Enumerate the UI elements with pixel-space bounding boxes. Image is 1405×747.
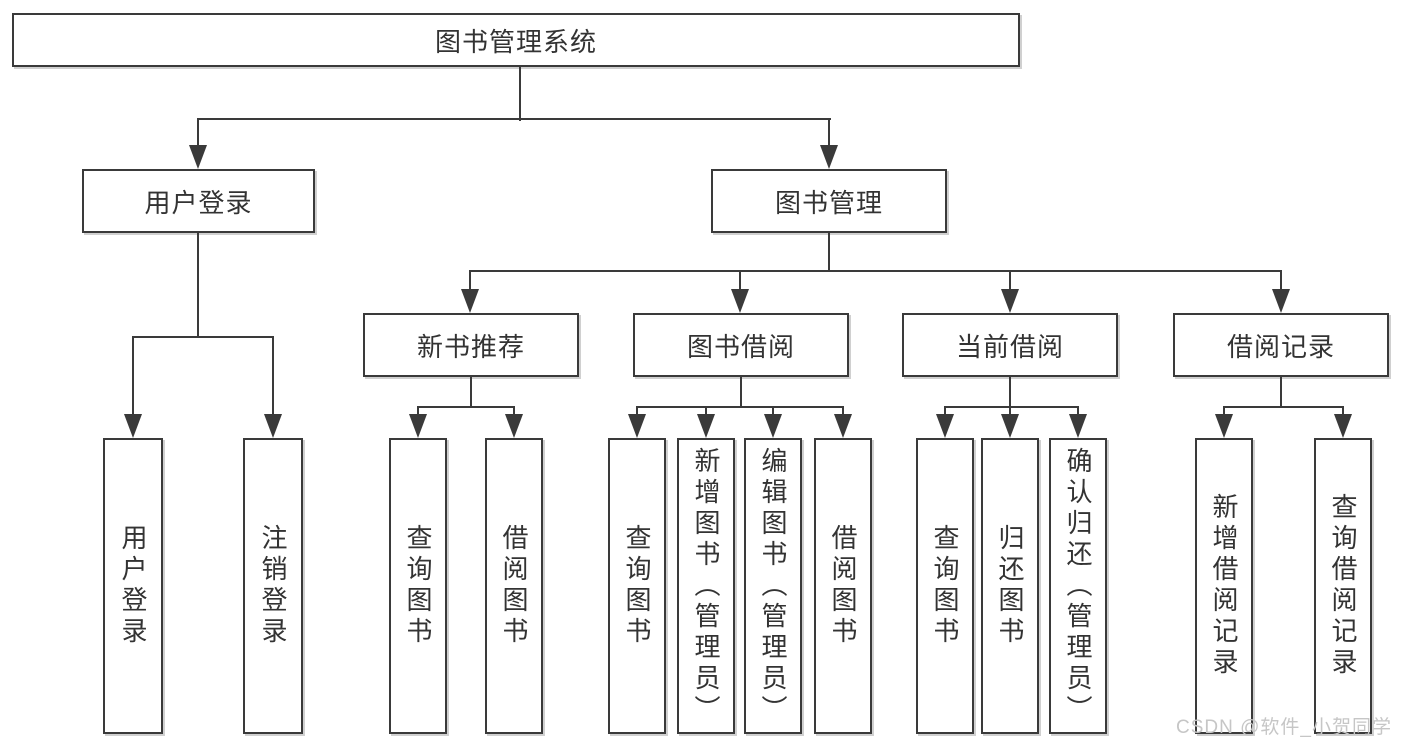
node-leaf-cb-confirm-return-admin: 确认归还（管理员）	[1049, 438, 1107, 734]
connector-drop-br-query	[1342, 407, 1344, 417]
arrow-down-icon	[834, 414, 852, 438]
node-borrow-records: 借阅记录	[1173, 313, 1389, 377]
connector-book-mgmt-rail	[469, 270, 1282, 272]
connector-drop-book-borrow	[739, 271, 741, 293]
connector-drop-bb-edit	[772, 407, 774, 417]
connector-current-borrow-stub	[1009, 375, 1011, 408]
arrow-down-icon	[820, 145, 838, 169]
connector-drop-current-borrow	[1009, 271, 1011, 293]
connector-drop-new-book-rec	[469, 271, 471, 293]
arrow-down-icon	[1334, 414, 1352, 438]
connector-drop-book-mgmt	[828, 119, 830, 147]
node-leaf-bb-borrow-books: 借阅图书	[814, 438, 872, 734]
arrow-down-icon	[1001, 414, 1019, 438]
arrow-down-icon	[1001, 289, 1019, 313]
connector-drop-br-add	[1223, 407, 1225, 417]
arrow-down-icon	[764, 414, 782, 438]
arrow-down-icon	[1215, 414, 1233, 438]
connector-root-rail	[197, 118, 831, 120]
connector-book-mgmt-stub	[828, 231, 830, 272]
connector-drop-cb-confirm	[1077, 407, 1079, 417]
node-leaf-bb-edit-books-admin: 编辑图书（管理员）	[744, 438, 802, 734]
connector-drop-leaf-logout	[272, 337, 274, 416]
node-leaf-logout: 注销登录	[243, 438, 303, 734]
arrow-down-icon	[189, 145, 207, 169]
node-current-borrow: 当前借阅	[902, 313, 1118, 377]
connector-drop-leaf-user-login	[132, 337, 134, 416]
connector-drop-rec-borrow	[513, 407, 515, 417]
node-leaf-user-login: 用户登录	[103, 438, 163, 734]
connector-book-borrow-stub	[740, 375, 742, 408]
node-leaf-bb-query-books: 查询图书	[608, 438, 666, 734]
connector-borrow-records-stub	[1280, 375, 1282, 408]
arrow-down-icon	[461, 289, 479, 313]
connector-drop-user-login	[197, 119, 199, 147]
connector-drop-bb-borrow	[842, 407, 844, 417]
connector-drop-rec-query	[417, 407, 419, 417]
node-book-mgmt: 图书管理	[711, 169, 947, 233]
connector-drop-bb-add	[705, 407, 707, 417]
connector-root-stub	[519, 65, 521, 121]
connector-user-login-rail	[132, 336, 274, 338]
node-leaf-cb-return-books: 归还图书	[981, 438, 1039, 734]
connector-borrow-records-rail	[1223, 406, 1344, 408]
node-leaf-rec-query-books: 查询图书	[389, 438, 447, 734]
arrow-down-icon	[505, 414, 523, 438]
connector-drop-cb-query	[944, 407, 946, 417]
connector-drop-borrow-records	[1280, 271, 1282, 293]
connector-new-book-rec-stub	[470, 375, 472, 408]
node-book-borrow: 图书借阅	[633, 313, 849, 377]
arrow-down-icon	[124, 414, 142, 438]
node-leaf-bb-add-books-admin: 新增图书（管理员）	[677, 438, 735, 734]
connector-new-book-rec-rail	[417, 406, 515, 408]
node-library-system: 图书管理系统	[12, 13, 1020, 67]
node-user-login: 用户登录	[82, 169, 315, 233]
node-leaf-br-add-record: 新增借阅记录	[1195, 438, 1253, 734]
arrow-down-icon	[697, 414, 715, 438]
csdn-watermark: CSDN @软件_小贺同学	[1176, 717, 1392, 738]
connector-current-borrow-rail	[944, 406, 1079, 408]
arrow-down-icon	[1069, 414, 1087, 438]
node-new-book-rec: 新书推荐	[363, 313, 579, 377]
connector-drop-bb-query	[636, 407, 638, 417]
connector-drop-cb-return	[1009, 407, 1011, 417]
arrow-down-icon	[731, 289, 749, 313]
arrow-down-icon	[409, 414, 427, 438]
arrow-down-icon	[1272, 289, 1290, 313]
arrow-down-icon	[936, 414, 954, 438]
connector-book-borrow-rail	[636, 406, 844, 408]
node-leaf-cb-query-books: 查询图书	[916, 438, 974, 734]
node-leaf-rec-borrow-books: 借阅图书	[485, 438, 543, 734]
connector-user-login-stub	[197, 231, 199, 338]
node-leaf-br-query-record: 查询借阅记录	[1314, 438, 1372, 734]
arrow-down-icon	[628, 414, 646, 438]
arrow-down-icon	[264, 414, 282, 438]
